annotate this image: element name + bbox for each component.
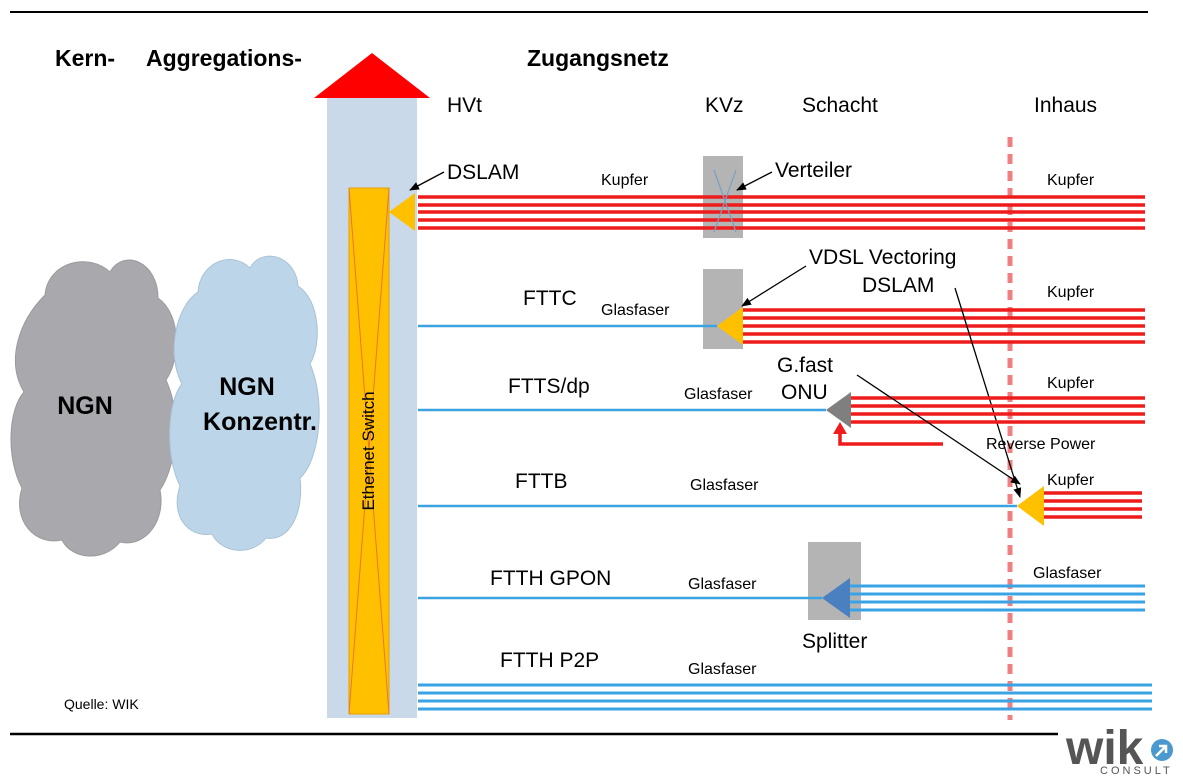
p2p-fiber bbox=[418, 683, 1152, 711]
splitter-box bbox=[808, 542, 861, 620]
ngn-label: NGN bbox=[57, 392, 113, 420]
ngn-konz-label-1: NGN bbox=[219, 373, 275, 401]
header-hvt: HVt bbox=[447, 94, 482, 117]
row-dslam-copper bbox=[418, 169, 1145, 233]
row1-right-medium: Kupfer bbox=[1047, 172, 1095, 189]
row4-right-medium: Kupfer bbox=[1047, 472, 1095, 489]
aggregation-arrow-head bbox=[314, 53, 430, 98]
dslam-label: DSLAM bbox=[447, 161, 519, 184]
reverse-power-label: Reverse Power bbox=[986, 436, 1096, 453]
gfast-label-1: G.fast bbox=[777, 354, 833, 377]
verteiler-label: Verteiler bbox=[775, 159, 852, 182]
fttb-dslam-triangle bbox=[1017, 486, 1044, 526]
header-kern: Kern- bbox=[55, 45, 115, 71]
wik-consult-logo: wik CONSULT bbox=[1065, 722, 1173, 776]
header-inhaus: Inhaus bbox=[1034, 94, 1097, 117]
row5-left-medium: Glasfaser bbox=[688, 576, 757, 593]
gfast-onu-triangle bbox=[826, 392, 851, 428]
gfast-pointer bbox=[856, 374, 1021, 485]
header-kvz: KVz bbox=[705, 94, 744, 117]
vdsl-dslam-triangle bbox=[717, 307, 743, 345]
row3-right-medium: Kupfer bbox=[1047, 375, 1095, 392]
row-p2p-label: FTTH P2P bbox=[500, 649, 599, 672]
row5-right-medium: Glasfaser bbox=[1033, 565, 1102, 582]
row2-left-medium: Glasfaser bbox=[601, 302, 670, 319]
row3-left-medium: Glasfaser bbox=[684, 386, 753, 403]
ethernet-switch: Ethernet Switch bbox=[348, 187, 390, 715]
row6-left-medium: Glasfaser bbox=[688, 661, 757, 678]
gpon-fiber-drops bbox=[850, 584, 1145, 612]
row-fttb-label: FTTB bbox=[515, 470, 568, 493]
gfast-label-2: ONU bbox=[781, 381, 828, 404]
reverse-power-line bbox=[833, 422, 943, 446]
fttb-copper bbox=[1044, 491, 1142, 519]
vdsl-label-2: DSLAM bbox=[862, 274, 934, 297]
header-schacht: Schacht bbox=[802, 94, 878, 117]
logo-main: wik bbox=[1065, 722, 1144, 775]
row4-left-medium: Glasfaser bbox=[690, 477, 759, 494]
header-aggregation: Aggregations- bbox=[146, 45, 302, 71]
row-gpon-label: FTTH GPON bbox=[490, 567, 611, 590]
ngn-konz-label-2: Konzentr. bbox=[203, 408, 317, 436]
header-zugangsnetz: Zugangsnetz bbox=[527, 45, 669, 71]
ngn-konzentrator-cloud: NGN Konzentr. bbox=[169, 255, 320, 551]
source-note: Quelle: WIK bbox=[64, 696, 139, 712]
ethernet-switch-label: Ethernet Switch bbox=[359, 391, 378, 510]
fttc-copper bbox=[743, 308, 1145, 344]
logo-sub: CONSULT bbox=[1100, 765, 1173, 776]
vdsl-pointer-kvz bbox=[741, 265, 807, 307]
row1-left-medium: Kupfer bbox=[601, 172, 649, 189]
splitter-triangle bbox=[822, 578, 850, 618]
row2-right-medium: Kupfer bbox=[1047, 284, 1095, 301]
row-fttc-label: FTTC bbox=[523, 287, 577, 310]
vdsl-label-1: VDSL Vectoring bbox=[809, 246, 956, 269]
dslam-triangle bbox=[389, 193, 415, 231]
splitter-label: Splitter bbox=[802, 630, 867, 653]
row-ftts-label: FTTS/dp bbox=[508, 375, 590, 398]
dslam-pointer bbox=[409, 171, 445, 191]
ftts-copper bbox=[851, 396, 1145, 424]
ngn-cloud: NGN bbox=[10, 259, 177, 557]
verteiler-pointer bbox=[736, 171, 773, 191]
vdsl-pointer-inhaus bbox=[954, 287, 1022, 498]
